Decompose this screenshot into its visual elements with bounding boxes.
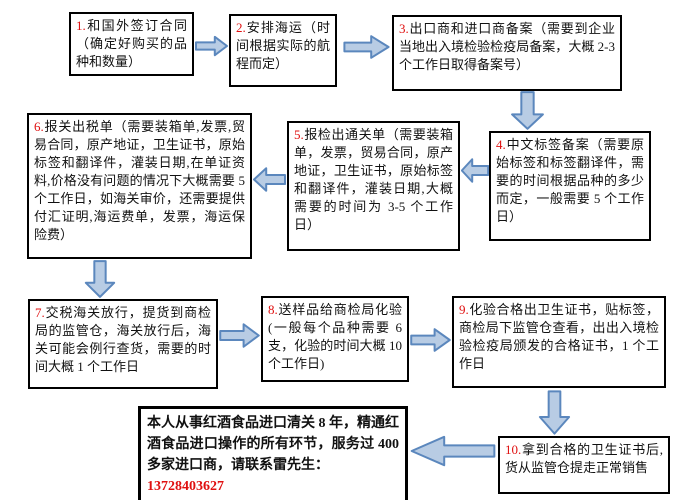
step-2-box: 2.安排海运（时间根据实际的航程而定） xyxy=(229,14,337,87)
block-arrow-left-icon xyxy=(461,157,489,184)
contact-text: 本人从事红酒食品进口清关 8 年，精通红酒食品进口操作的所有环节，服务过 400… xyxy=(147,416,399,473)
block-arrow-down-icon xyxy=(83,260,117,298)
step-10-number: 10. xyxy=(505,442,522,457)
step-9-box: 9.化验合格出卫生证书，贴标签，商检局下监管仓查看，出出入境检验检疫局颁发的合格… xyxy=(452,296,666,388)
step-2-number: 2. xyxy=(236,20,246,35)
contact-phone: 13728403627 xyxy=(147,479,224,494)
step-6-number: 6. xyxy=(34,119,44,134)
step-6-box: 6.报关出税单（需要装箱单,发票,贸易合同，原产地证，卫生证书，原始标签和翻译件… xyxy=(27,113,252,259)
step-1-number: 1. xyxy=(76,18,86,33)
step-6-text: 报关出税单（需要装箱单,发票,贸易合同，原产地证，卫生证书，原始标签和翻译件，灌… xyxy=(34,119,245,242)
step-5-text: 报检出通关单（需要装箱单，发票，贸易合同，原产地证，卫生证书，原始标签和翻译件，… xyxy=(294,127,453,232)
step-4-box: 4.中文标签备案（需要原始标签和标签翻译件，需要的时间根据品种的多少而定，一般需… xyxy=(489,131,651,241)
block-arrow-right-icon xyxy=(343,34,390,60)
block-arrow-down-icon xyxy=(509,91,546,130)
step-10-text: 拿到合格的卫生证书后,货从监管仓提走正常销售 xyxy=(505,442,663,475)
contact-box: 本人从事红酒食品进口清关 8 年，精通红酒食品进口操作的所有环节，服务过 400… xyxy=(138,406,408,500)
step-4-number: 4. xyxy=(496,137,506,152)
block-arrow-right-icon xyxy=(219,322,260,349)
step-2-text: 安排海运（时间根据实际的航程而定） xyxy=(236,20,330,71)
step-4-text: 中文标签备案（需要原始标签和标签翻译件，需要的时间根据品种的多少而定，一般需要 … xyxy=(496,137,644,224)
step-9-text: 化验合格出卫生证书，贴标签，商检局下监管仓查看，出出入境检验检疫局颁发的合格证书… xyxy=(459,302,659,371)
step-7-number: 7. xyxy=(35,305,45,320)
step-7-box: 7.交税海关放行，提货到商检局的监管仓，海关放行后，海关可能会例行查货，需要的时… xyxy=(28,299,218,389)
step-3-box: 3.出口商和进口商备案（需要到企业当地出入境检验检疫局备案，大概 2-3 个工作… xyxy=(392,15,622,91)
step-3-text: 出口商和进口商备案（需要到企业当地出入境检验检疫局备案，大概 2-3 个工作日取… xyxy=(399,21,615,72)
step-5-box: 5.报检出通关单（需要装箱单，发票，贸易合同，原产地证，卫生证书，原始标签和翻译… xyxy=(287,121,460,251)
step-1-box: 1.和国外签订合同（确定好购买的品种和数量） xyxy=(69,12,194,76)
block-arrow-right-icon xyxy=(195,35,228,57)
step-5-number: 5. xyxy=(294,127,304,142)
step-1-text: 和国外签订合同（确定好购买的品种和数量） xyxy=(76,18,187,69)
block-arrow-left-icon xyxy=(409,434,497,468)
step-8-text: 送样品给商检局化验(一般每个品种需要 6 支，化验的时间大概 10 个工作日) xyxy=(268,302,402,371)
step-8-number: 8. xyxy=(268,302,278,317)
step-9-number: 9. xyxy=(459,302,469,317)
step-7-text: 交税海关放行，提货到商检局的监管仓，海关放行后，海关可能会例行查货，需要的时间大… xyxy=(35,305,211,374)
step-10-box: 10.拿到合格的卫生证书后,货从监管仓提走正常销售 xyxy=(498,436,670,494)
step-3-number: 3. xyxy=(399,21,409,36)
step-8-box: 8.送样品给商检局化验(一般每个品种需要 6 支，化验的时间大概 10 个工作日… xyxy=(261,296,409,382)
block-arrow-right-icon xyxy=(410,327,451,353)
block-arrow-left-icon xyxy=(253,166,286,193)
block-arrow-down-icon xyxy=(537,390,572,435)
